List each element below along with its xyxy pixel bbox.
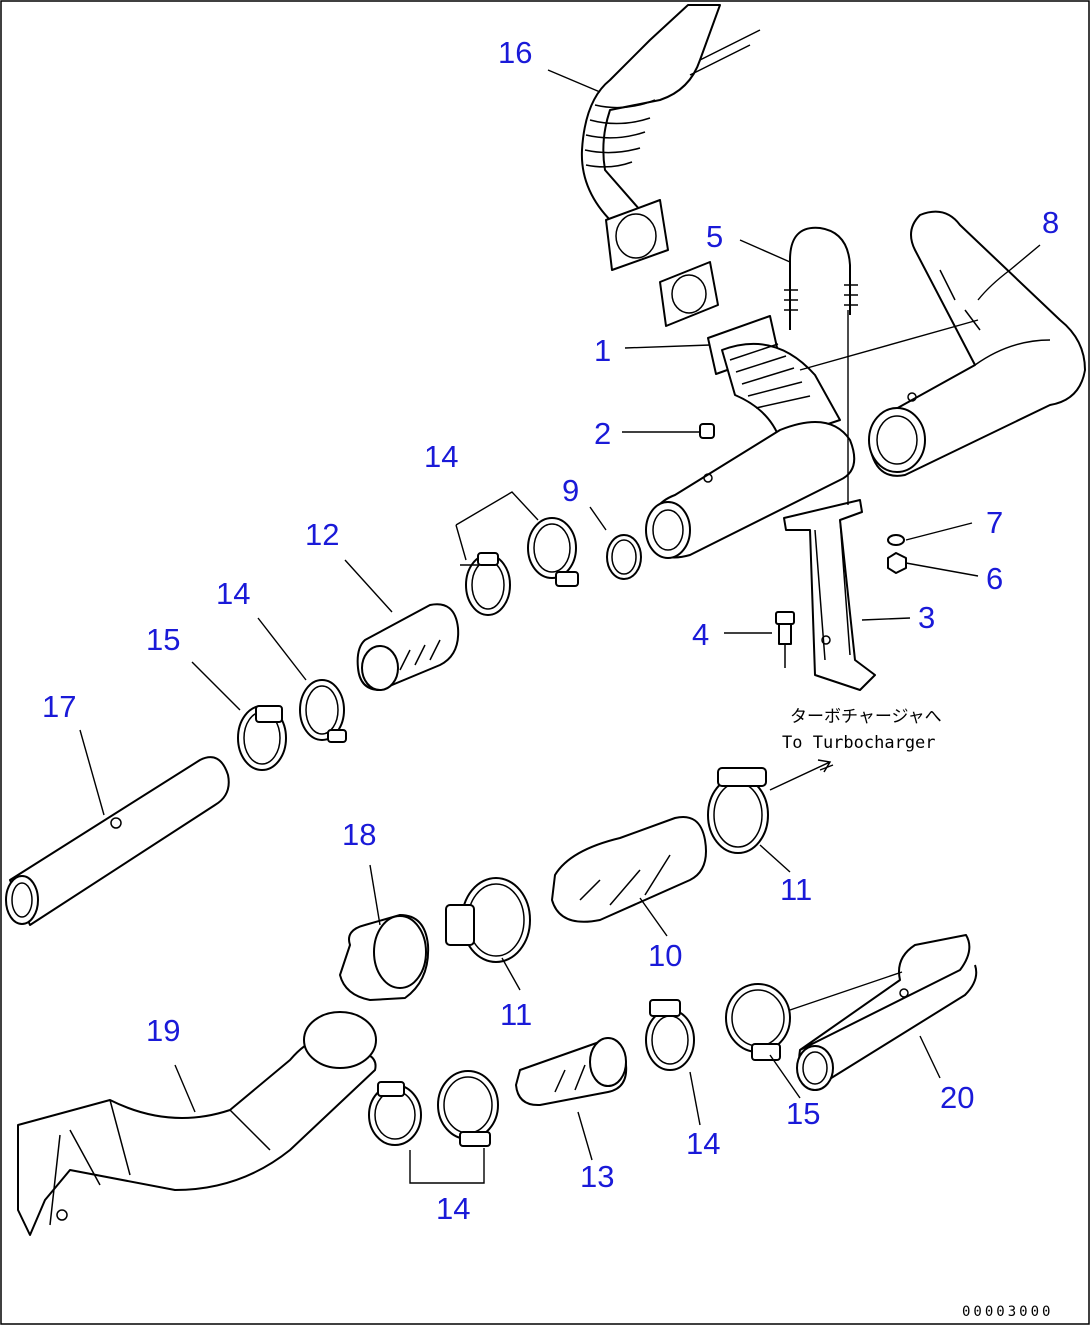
callout-14a: 14 [424,439,458,474]
part-16-elbow-duct [580,4,761,271]
callout-18: 18 [342,817,376,852]
turbocharger-note: ターボチャージャへ To Turbocharger [782,707,942,753]
part-18-cap [339,914,430,1001]
callout-7: 7 [986,505,1003,540]
part-14-clamp-lower-b [437,1070,499,1147]
callout-5: 5 [706,219,723,254]
leader-lines [79,69,1041,1184]
part-14-clamp-upper-left [465,552,511,616]
callout-11b: 11 [500,997,532,1032]
callout-4: 4 [692,617,709,652]
part-14-clamp-left [299,679,347,743]
part-2-plug [699,423,715,439]
callout-3: 3 [918,600,935,635]
part-15-clamp-right [725,983,791,1061]
callout-12: 12 [305,517,339,552]
note-english: To Turbocharger [782,733,936,753]
part-11-clamp-middle [445,877,531,963]
part-9-o-ring [606,534,642,580]
callout-11a: 11 [780,872,812,907]
figure-code: 00003000 [962,1304,1053,1320]
callout-14d: 14 [436,1191,470,1226]
part-10-hose [551,816,707,923]
callout-19: 19 [146,1013,180,1048]
callout-6: 6 [986,561,1003,596]
part-17-pipe [5,756,230,926]
part-14-clamp-lower-right [645,999,695,1071]
part-12-hose [356,603,460,691]
callout-15b: 15 [786,1096,820,1131]
callout-labels: 16 5 8 1 2 14 9 7 12 6 14 3 4 15 17 18 1… [42,35,1059,1226]
callout-2: 2 [594,416,611,451]
callout-17: 17 [42,689,76,724]
part-5-u-bolt [784,226,858,330]
part-19-elbow-pipe [17,1011,377,1236]
callout-16: 16 [498,35,532,70]
callout-15a: 15 [146,622,180,657]
callout-13: 13 [580,1159,614,1194]
note-japanese: ターボチャージャへ [790,707,942,727]
part-8-pipe [868,210,1086,477]
callout-1: 1 [594,333,611,368]
part-20-pipe [796,934,978,1091]
part-1-bellows-elbow [645,315,856,559]
callout-14c: 14 [686,1126,720,1161]
part-11-clamp-right [707,767,769,854]
callout-8: 8 [1042,205,1059,240]
part-7-washer [887,534,905,546]
callout-10: 10 [648,938,682,973]
callout-14b: 14 [216,576,250,611]
part-4-bolt [775,611,795,668]
gasket [659,261,719,327]
part-14-clamp-lower-a [368,1081,422,1146]
part-3-bracket [783,310,876,691]
turbocharger-arrow [769,759,832,791]
callout-9: 9 [562,473,579,508]
part-14-clamp-upper-right [527,517,579,587]
callout-20: 20 [940,1080,974,1115]
part-6-nut [887,552,907,574]
part-15-clamp-left [237,705,287,771]
part-13-hose [515,1037,628,1107]
